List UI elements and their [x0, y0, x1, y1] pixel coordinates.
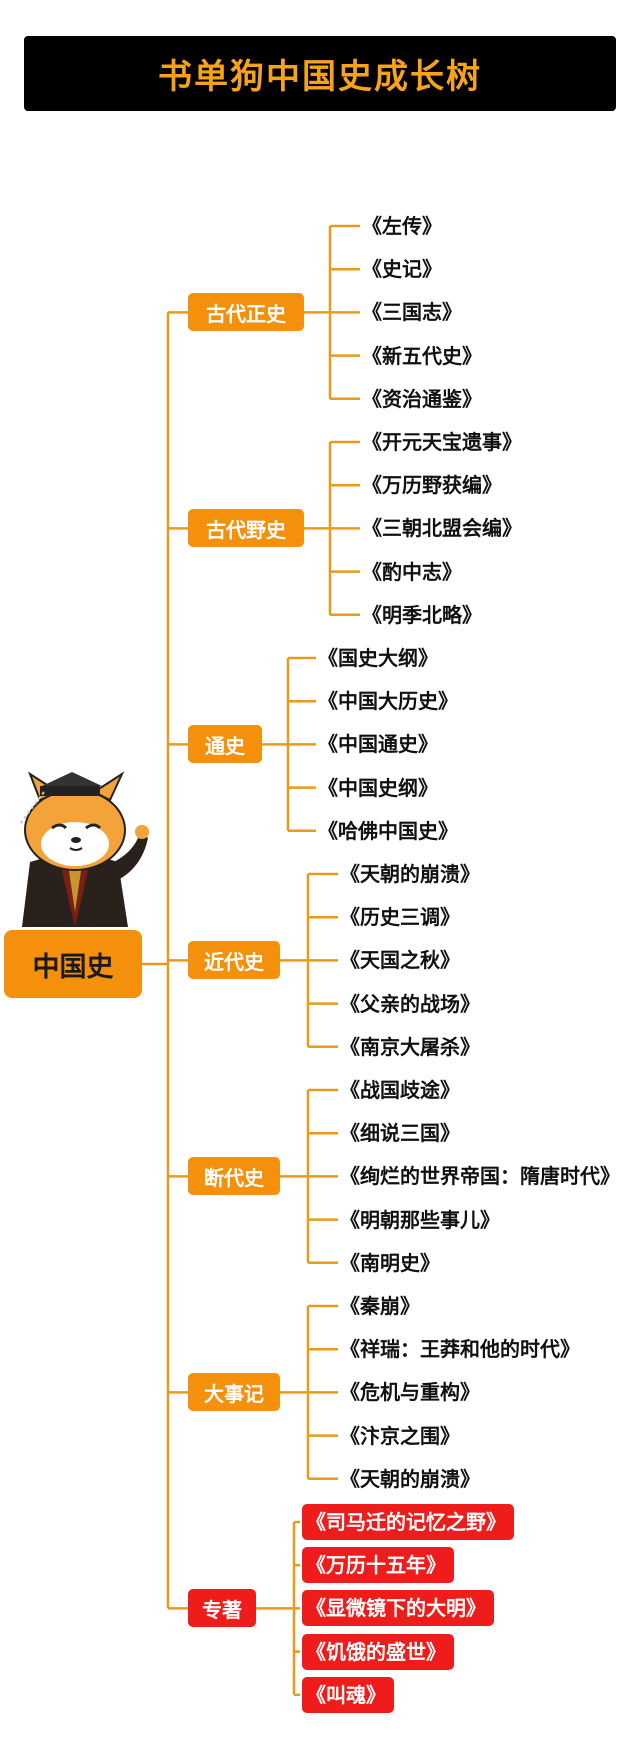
book-title: 《历史三调》 [340, 905, 460, 930]
book-title: 《国史大纲》 [318, 646, 438, 670]
book-title: 《父亲的战场》 [340, 991, 480, 1016]
book-title: 《战国歧途》 [340, 1078, 460, 1102]
book-title: 《明季北略》 [362, 602, 482, 627]
category-node: 断代史 [188, 1157, 280, 1196]
category-node: 专著 [188, 1589, 256, 1628]
book-title: 《秦崩》 [340, 1294, 420, 1318]
book-title: 《天朝的崩溃》 [340, 1466, 480, 1491]
book-title: 《中国史纲》 [318, 775, 438, 800]
book-title: 《左传》 [362, 214, 442, 238]
book-title: 《南明史》 [340, 1250, 440, 1275]
book-title: 《万历十五年》 [302, 1547, 454, 1584]
book-title: 《资治通鉴》 [362, 386, 482, 411]
book-title: 《开元天宝遗事》 [362, 430, 522, 454]
book-title: 《南京大屠杀》 [340, 1034, 480, 1059]
book-title: 《细说三国》 [340, 1121, 460, 1146]
book-title: 《天朝的崩溃》 [340, 862, 480, 886]
book-title: 《危机与重构》 [340, 1380, 480, 1405]
category-node: 大事记 [188, 1373, 280, 1412]
category-node: 近代史 [188, 941, 280, 980]
book-title: 《哈佛中国史》 [318, 818, 458, 843]
book-title: 《司马迁的记忆之野》 [302, 1504, 514, 1540]
book-title: 《万历野获编》 [362, 473, 502, 498]
book-title: 《三朝北盟会编》 [362, 516, 522, 541]
book-title: 《绚烂的世界帝国：隋唐时代》 [340, 1164, 620, 1189]
category-node: 通史 [188, 725, 262, 764]
book-title: 《明朝那些事儿》 [340, 1207, 500, 1232]
banner-title: 书单狗中国史成长树 [158, 57, 482, 97]
book-title: 《祥瑞：王莽和他的时代》 [340, 1337, 580, 1362]
book-title: 《饥饿的盛世》 [302, 1633, 454, 1670]
book-title: 《新五代史》 [362, 343, 482, 368]
book-title: 《汴京之围》 [340, 1423, 460, 1448]
book-title: 《中国通史》 [318, 732, 438, 757]
book-title: 《酌中志》 [362, 559, 462, 584]
book-title: 《显微镜下的大明》 [302, 1590, 494, 1627]
book-title: 《天国之秋》 [340, 948, 460, 973]
category-node: 古代野史 [188, 509, 304, 548]
title-banner: 书单狗中国史成长树 [24, 36, 616, 111]
book-title: 《史记》 [362, 257, 442, 282]
root-node: 中国史 [4, 930, 142, 998]
book-title: 《叫魂》 [302, 1676, 394, 1713]
book-title: 《中国大历史》 [318, 689, 458, 714]
mascot-illustration [0, 752, 150, 931]
category-node: 古代正史 [188, 293, 304, 332]
book-title: 《三国志》 [362, 300, 462, 325]
